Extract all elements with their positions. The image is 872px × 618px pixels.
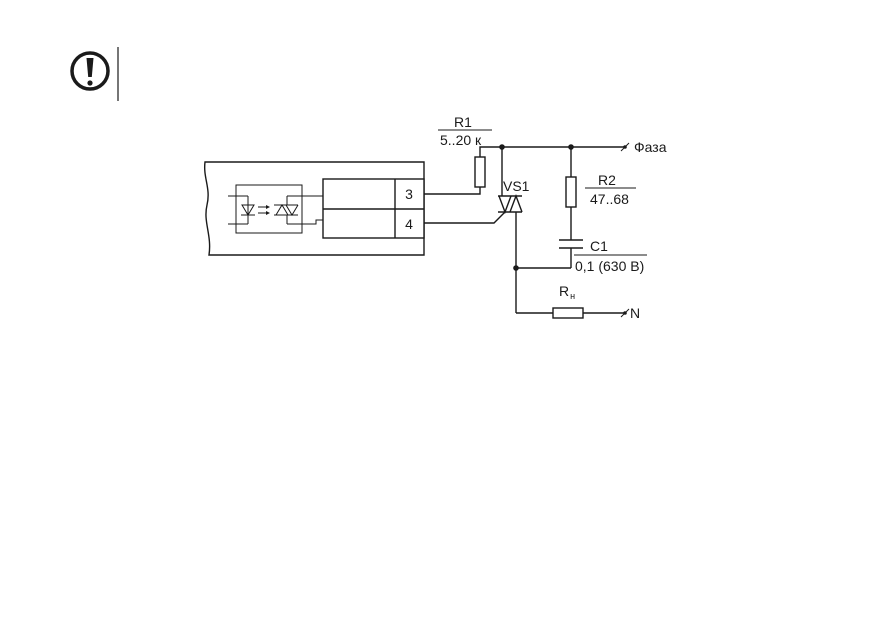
junction-dot	[513, 265, 519, 271]
resistor-r1	[474, 156, 486, 188]
phase-label: Фаза	[634, 139, 667, 155]
triac-vs1	[498, 194, 523, 214]
r2-value-label: 47..68	[590, 191, 629, 207]
rload-label: Rн	[559, 283, 575, 301]
c1-value-label: 0,1 (630 В)	[575, 258, 644, 274]
neutral-terminal-icon	[620, 308, 630, 318]
junction-dot	[568, 144, 574, 150]
terminal-4-label: 4	[405, 216, 413, 232]
r1-name-label: R1	[454, 114, 472, 130]
resistor-r2	[565, 176, 577, 208]
junction-dot	[499, 144, 505, 150]
optocoupler	[228, 184, 310, 234]
wiring	[424, 146, 625, 314]
capacitor-c1	[559, 239, 583, 249]
terminal-3-label: 3	[405, 186, 413, 202]
c1-name-label: C1	[590, 238, 608, 254]
vs1-label: VS1	[503, 178, 530, 194]
device-body	[203, 161, 425, 256]
neutral-label: N	[630, 305, 640, 321]
r1-value-label: 5..20 к	[440, 132, 482, 148]
phase-terminal-icon	[620, 142, 630, 152]
r2-name-label: R2	[598, 172, 616, 188]
exclamation-warning-icon	[70, 51, 110, 91]
resistor-load	[552, 307, 584, 319]
